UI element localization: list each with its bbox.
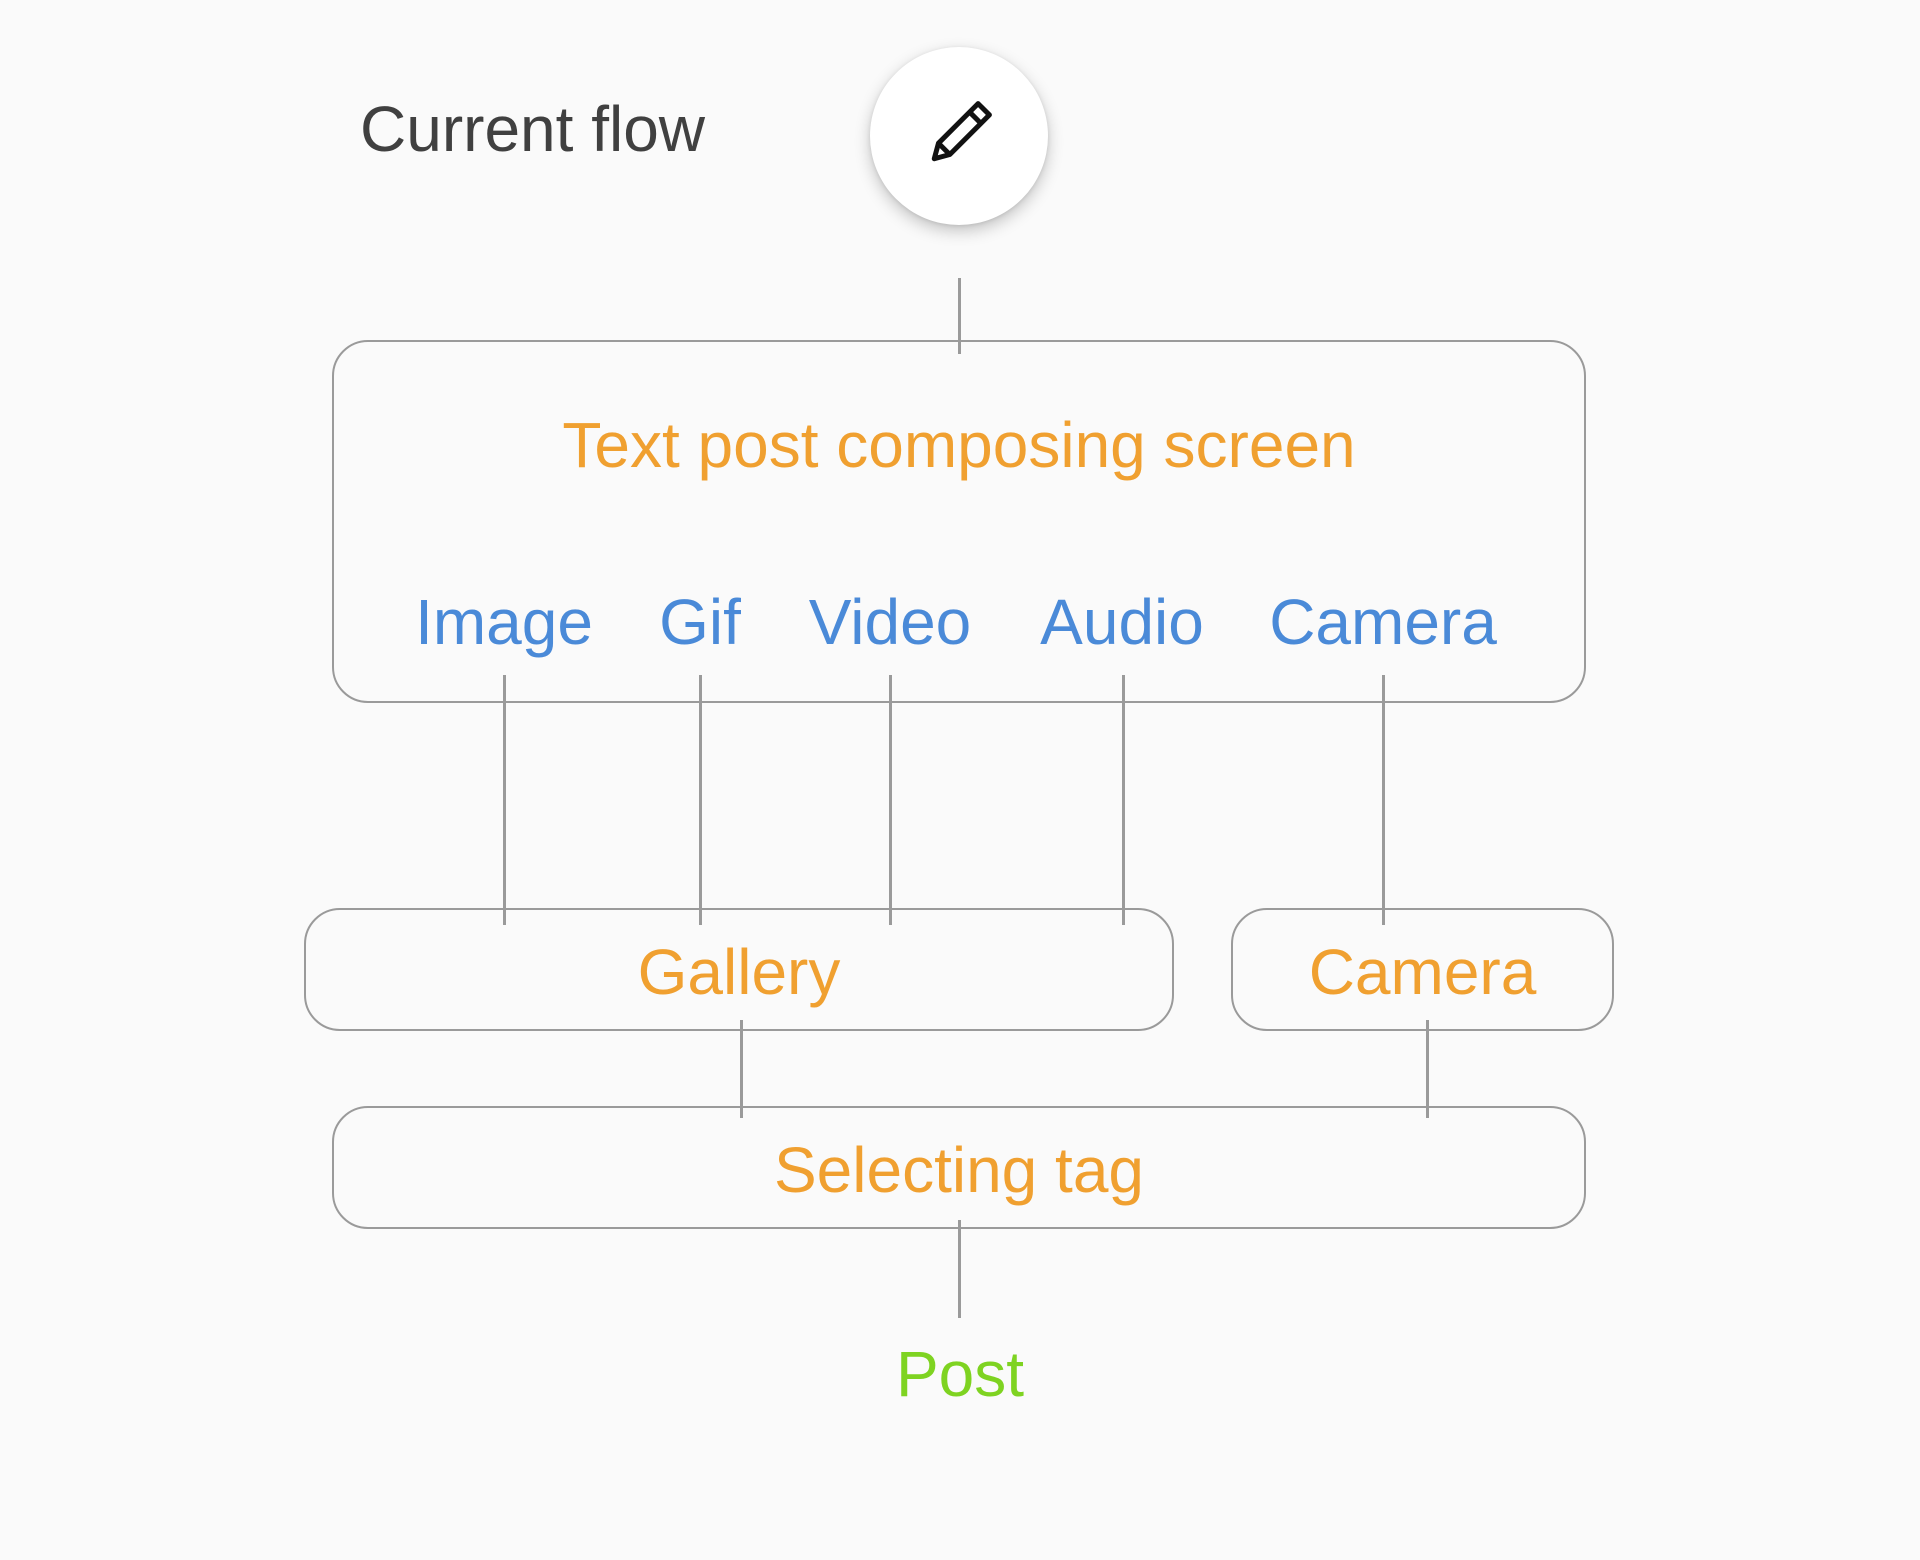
diagram-title: Current flow <box>360 93 705 165</box>
gallery-label: Gallery <box>637 936 841 1008</box>
pencil-icon <box>922 97 996 176</box>
option-camera[interactable]: Camera <box>1269 586 1497 658</box>
connector-camera-to-tag <box>1426 1020 1429 1118</box>
gallery-box <box>304 908 1174 1031</box>
camera-label: Camera <box>1308 936 1537 1008</box>
compose-screen-box <box>332 340 1586 703</box>
option-video[interactable]: Video <box>808 586 972 658</box>
connector-audio-to-gallery <box>1122 675 1125 925</box>
connector-gif-to-gallery <box>699 675 702 925</box>
connector-fab-to-compose <box>958 278 961 354</box>
compose-screen-label: Text post composing screen <box>562 409 1356 481</box>
connector-camera-to-camera <box>1382 675 1385 925</box>
connector-tag-to-post <box>958 1220 961 1318</box>
option-audio[interactable]: Audio <box>1040 586 1204 658</box>
connector-image-to-gallery <box>503 675 506 925</box>
selecting-tag-label: Selecting tag <box>773 1134 1145 1206</box>
option-image[interactable]: Image <box>415 586 593 658</box>
option-gif[interactable]: Gif <box>659 586 741 658</box>
compose-button[interactable] <box>870 47 1048 225</box>
camera-box <box>1231 908 1614 1031</box>
connector-video-to-gallery <box>889 675 892 925</box>
connector-gallery-to-tag <box>740 1020 743 1118</box>
post-label: Post <box>895 1338 1025 1410</box>
